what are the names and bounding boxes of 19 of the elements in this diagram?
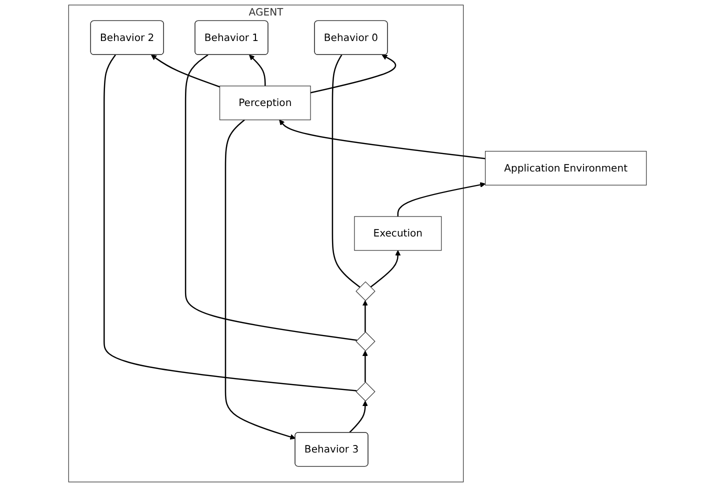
arrow — [362, 300, 368, 332]
node-diamond — [356, 332, 376, 352]
connector — [104, 54, 357, 392]
arrow — [348, 400, 368, 434]
connector — [184, 54, 358, 341]
node-diamond — [356, 382, 376, 402]
arrow — [249, 54, 266, 86]
node-diamond — [356, 281, 376, 302]
node-box: Execution — [354, 216, 442, 251]
arrow — [362, 350, 368, 382]
connector — [332, 54, 360, 288]
node-box: Application Environment — [484, 150, 647, 186]
arrow — [310, 54, 396, 94]
arrow — [151, 54, 220, 88]
node-box: Perception — [219, 86, 311, 120]
arrow — [279, 120, 486, 160]
arrow — [370, 250, 401, 288]
arrow — [224, 119, 296, 440]
arrow — [397, 182, 486, 217]
